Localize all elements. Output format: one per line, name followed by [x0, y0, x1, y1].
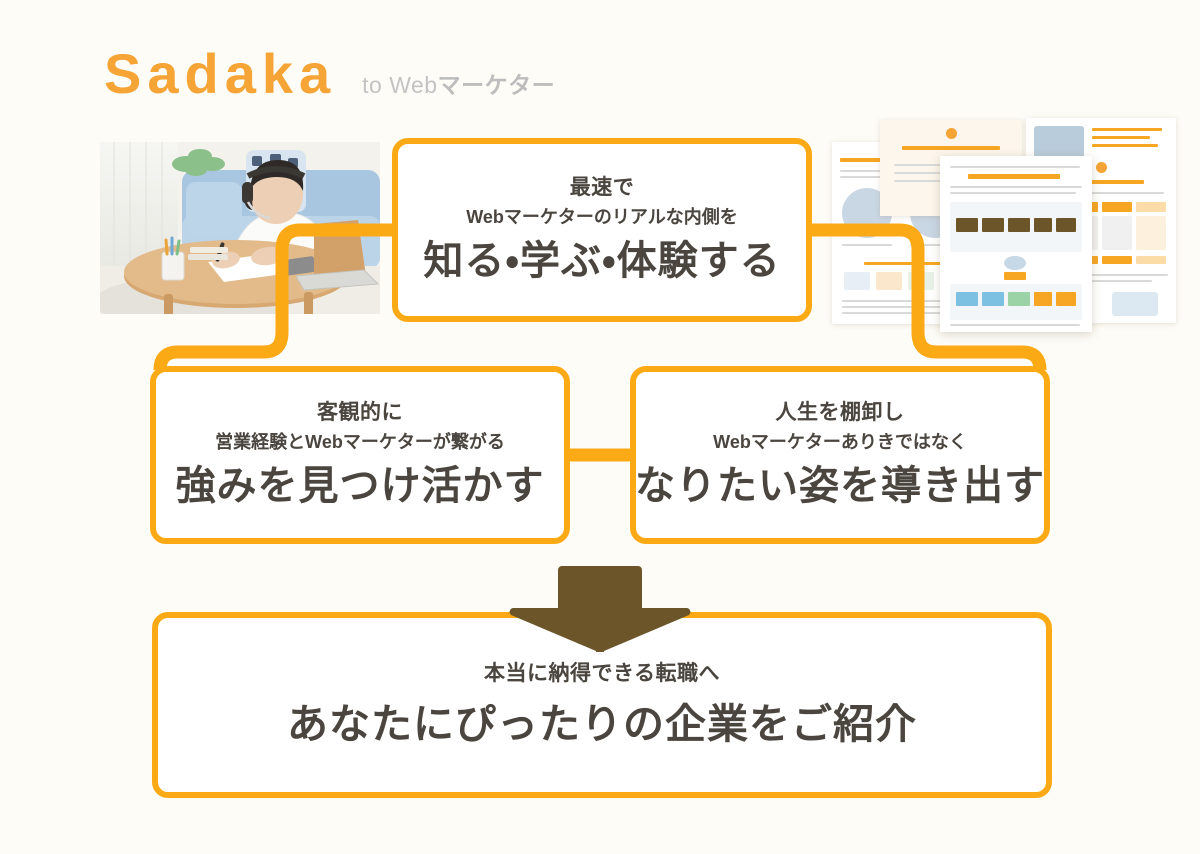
- box-bottom-line-1: 本当に納得できる転職へ: [483, 662, 721, 686]
- box-top: 最速で Webマーケターのリアルな内側を 知る・学ぶ・体験する: [392, 138, 812, 322]
- learner-photo-illustration: [100, 142, 380, 314]
- box-top-line-3: 知る・学ぶ・体験する: [423, 238, 781, 283]
- down-arrow-shape: [509, 566, 691, 655]
- box-left: 客観的に 営業経験とWebマーケターが繋がる 強みを見つけ活かす: [150, 366, 570, 544]
- box-right-line-2: Webマーケターありきではなく: [713, 431, 967, 452]
- document-thumbnails: [828, 112, 1188, 338]
- logo-tagline: to Webマーケター: [362, 74, 555, 97]
- box-bottom: 本当に納得できる転職へ あなたにぴったりの企業をご紹介: [152, 612, 1052, 798]
- box-left-line-2: 営業経験とWebマーケターが繋がる: [215, 431, 505, 452]
- box-bottom-line-3: あなたにぴったりの企業をご紹介: [287, 700, 917, 747]
- box-top-line-1: 最速で: [569, 176, 635, 200]
- box-left-line-3: 強みを見つけ活かす: [175, 463, 545, 508]
- brand-logo: Sadaka to Webマーケター: [104, 46, 555, 102]
- box-top-line-2: Webマーケターのリアルな内側を: [466, 206, 738, 227]
- logo-tagline-strong: マーケター: [437, 72, 556, 98]
- box-right-line-1: 人生を棚卸し: [775, 401, 905, 425]
- learner-photo: [100, 142, 380, 314]
- document-thumbnail-4: [940, 156, 1092, 332]
- box-left-line-1: 客観的に: [317, 401, 403, 425]
- logo-wordmark: Sadaka: [104, 42, 337, 105]
- box-right-line-3: なりたい姿を導き出す: [635, 463, 1045, 508]
- logo-tagline-light: to Web: [362, 72, 438, 98]
- box-right: 人生を棚卸し Webマーケターありきではなく なりたい姿を導き出す: [630, 366, 1050, 544]
- down-arrow-icon: [506, 562, 694, 655]
